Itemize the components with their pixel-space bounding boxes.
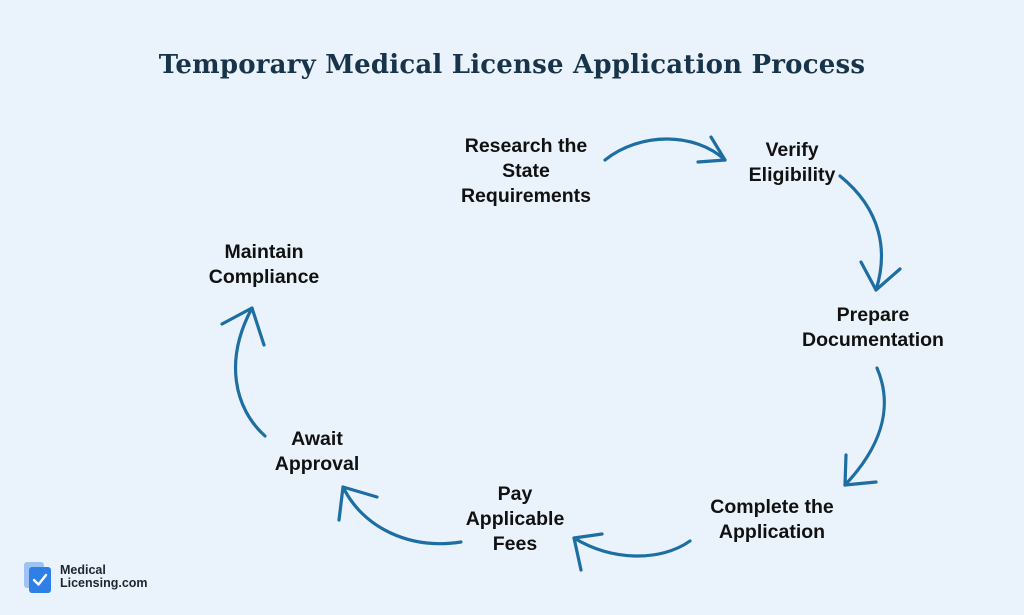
arrow-research-to-verify xyxy=(603,135,727,164)
arrow-verify-to-prepare xyxy=(838,174,902,292)
arrow-pay-to-await xyxy=(337,485,463,546)
step-research-requirements: Research the State Requirements xyxy=(460,135,592,207)
step-prepare-documentation: Prepare Documentation xyxy=(802,304,944,351)
document-check-icon xyxy=(24,562,51,593)
arrow-complete-to-pay xyxy=(572,532,692,572)
logo-wordmark: Medical Licensing.com xyxy=(60,563,148,590)
step-await-approval: Await Approval xyxy=(274,428,360,475)
brand-logo: Medical Licensing.com xyxy=(24,562,154,596)
arrow-prepare-to-complete xyxy=(843,366,886,487)
page-title: Temporary Medical License Application Pr… xyxy=(158,50,866,80)
step-verify-eligibility: Verify Eligibility xyxy=(748,139,836,186)
arrow-await-to-maintain xyxy=(220,306,267,438)
step-pay-fees: Pay Applicable Fees xyxy=(465,483,565,555)
step-complete-application: Complete the Application xyxy=(710,496,834,543)
step-maintain-compliance: Maintain Compliance xyxy=(208,241,320,288)
